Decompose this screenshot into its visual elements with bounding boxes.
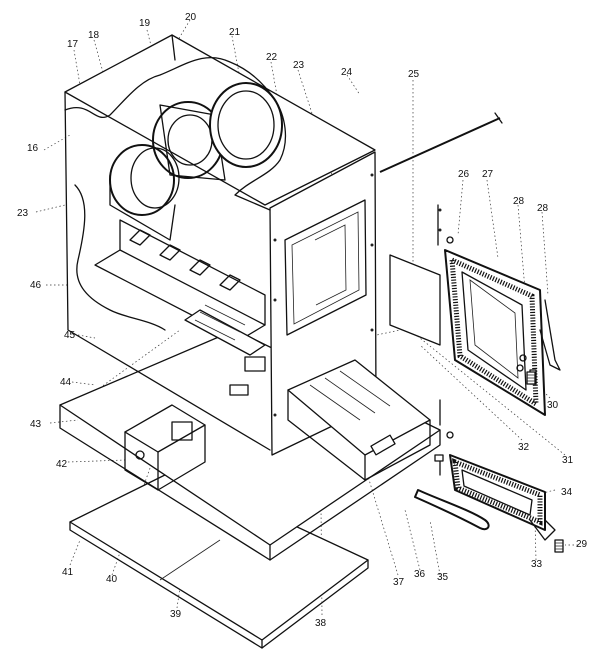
callout-31: 31 <box>562 455 574 466</box>
callout-45: 45 <box>64 330 76 341</box>
callout-43: 43 <box>30 419 42 430</box>
callout-29: 29 <box>576 539 588 550</box>
bottom-base-plate <box>69 469 369 649</box>
control-box <box>124 404 206 491</box>
callout-39: 39 <box>170 609 182 620</box>
callout-35: 35 <box>437 572 449 583</box>
front-plates <box>229 356 266 396</box>
callout-21: 21 <box>229 27 241 38</box>
callout-18: 18 <box>88 30 100 41</box>
callout-37: 37 <box>393 577 405 588</box>
callout-17: 17 <box>67 39 79 50</box>
callout-32: 32 <box>518 442 530 453</box>
callout-28-b: 28 <box>537 203 549 214</box>
internal-firebox <box>94 219 266 356</box>
blower-left <box>109 144 180 241</box>
callout-28-a: 28 <box>513 196 525 207</box>
blower-ring-right <box>209 82 283 168</box>
callout-26: 26 <box>458 169 470 180</box>
upper-door-frame <box>444 249 561 416</box>
baffle-plate <box>389 208 442 346</box>
pins <box>434 204 536 476</box>
callout-42: 42 <box>56 459 68 470</box>
callout-23-left: 23 <box>17 208 29 219</box>
door-handle <box>414 489 490 531</box>
callout-25: 25 <box>408 69 420 80</box>
callout-22: 22 <box>266 52 278 63</box>
callout-46: 46 <box>30 280 42 291</box>
callout-23-top: 23 <box>293 60 305 71</box>
lower-door-springs <box>554 539 564 553</box>
ash-drawer <box>287 359 431 481</box>
callout-24: 24 <box>341 67 353 78</box>
callout-19: 19 <box>139 18 151 29</box>
callout-16: 16 <box>27 143 39 154</box>
callout-36: 36 <box>414 569 426 580</box>
rod <box>379 112 503 173</box>
callout-44: 44 <box>60 377 72 388</box>
callout-30: 30 <box>547 400 559 411</box>
callout-40: 40 <box>106 574 118 585</box>
callout-41: 41 <box>62 567 74 578</box>
callout-27: 27 <box>482 169 494 180</box>
callout-34: 34 <box>561 487 573 498</box>
callout-20: 20 <box>185 12 197 23</box>
callout-38: 38 <box>315 618 327 629</box>
callout-33: 33 <box>531 559 543 570</box>
part-callouts: 16 17 18 19 20 21 22 23 24 25 26 27 28 2… <box>17 12 588 629</box>
lower-door-frame <box>449 454 556 541</box>
